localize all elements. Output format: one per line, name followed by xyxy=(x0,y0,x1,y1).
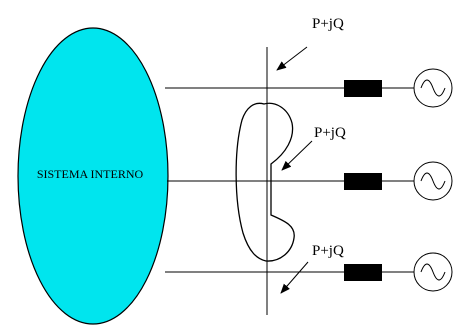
impedance-3 xyxy=(344,264,382,281)
ac-source-icon xyxy=(413,252,453,292)
flow-arrow-3 xyxy=(280,261,309,294)
ac-source-icon xyxy=(413,68,453,108)
flow-label-2: P+jQ xyxy=(314,125,346,141)
cut-surface-contour xyxy=(235,102,295,262)
flow-label-1: P+jQ xyxy=(312,16,344,32)
impedance-1 xyxy=(344,80,382,97)
impedance-2 xyxy=(344,173,382,190)
flow-arrow-1 xyxy=(276,46,308,71)
internal-system-label: SISTEMA INTERNO xyxy=(37,167,144,181)
ac-source-icon xyxy=(413,161,453,201)
flow-label-3: P+jQ xyxy=(312,243,344,259)
internal-system-ellipse xyxy=(17,27,169,325)
flow-arrow-2 xyxy=(281,140,313,171)
